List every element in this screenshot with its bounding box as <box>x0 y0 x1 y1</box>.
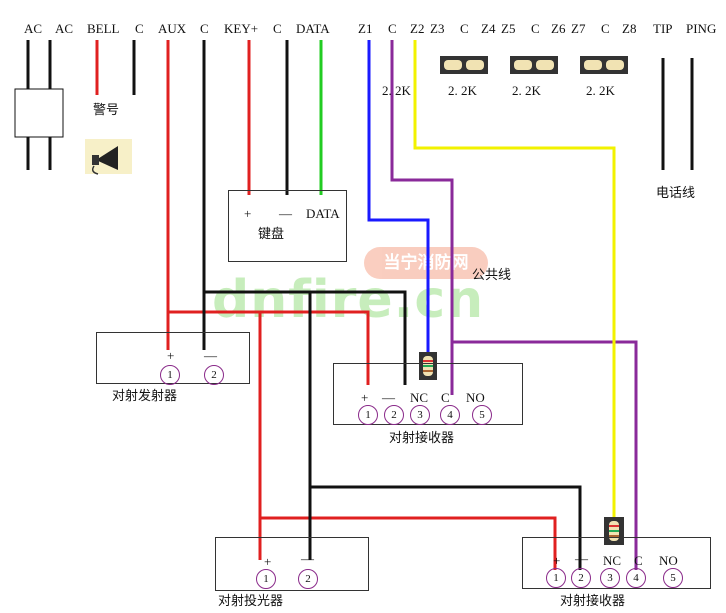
receiver-1-terminal-5: 5 <box>472 405 492 425</box>
transmitter-2-terminal-1: 1 <box>256 569 276 589</box>
terminal-bell: BELL <box>87 21 120 36</box>
alarm-label: 警号 <box>93 102 120 117</box>
terminal-c-7: C <box>601 21 610 36</box>
transmitter-1-terminal-2: 2 <box>204 365 224 385</box>
receiver-2-terminal-2: 2 <box>571 568 591 588</box>
receiver-2-terminal-5: 5 <box>663 568 683 588</box>
receiver-2-nc: NC <box>603 553 622 568</box>
resistor-z2 <box>604 517 624 545</box>
receiver-1-title: 对射接收器 <box>389 430 455 445</box>
receiver-1-terminal-1: 1 <box>358 405 378 425</box>
receiver-1-no: NO <box>466 390 485 405</box>
transformer-box <box>14 88 64 138</box>
keypad-title: 键盘 <box>258 226 285 241</box>
receiver-1-plus: + <box>361 390 369 405</box>
transmitter-1-plus: + <box>167 348 175 363</box>
resistor-label-z1-z2: 2. 2K <box>382 83 411 98</box>
terminal-z1: Z1 <box>358 21 373 36</box>
terminal-z6: Z6 <box>551 21 566 36</box>
terminal-tip: TIP <box>653 21 673 36</box>
terminal-z4: Z4 <box>481 21 496 36</box>
terminal-z2: Z2 <box>410 21 425 36</box>
terminal-key-plus: KEY+ <box>224 21 259 36</box>
transmitter-2-plus: + <box>264 554 272 569</box>
receiver-2-terminal-3: 3 <box>600 568 620 588</box>
transmitter-2-title: 对射投光器 <box>218 593 284 608</box>
receiver-2-box <box>522 537 711 589</box>
terminal-z3: Z3 <box>430 21 445 36</box>
transmitter-1-title: 对射发射器 <box>112 388 178 403</box>
common-line-label: 公共线 <box>472 267 512 282</box>
receiver-1-terminal-2: 2 <box>384 405 404 425</box>
receiver-2-terminal-1: 1 <box>546 568 566 588</box>
terminal-z8: Z8 <box>622 21 637 36</box>
zone-common-wire <box>390 40 454 395</box>
transmitter-2-terminal-2: 2 <box>298 569 318 589</box>
receiver-1-nc: NC <box>410 390 429 405</box>
z1-wire <box>367 40 430 355</box>
receiver-1-terminal-4: 4 <box>440 405 460 425</box>
keypad-data: DATA <box>306 206 340 221</box>
receiver-2-no: NO <box>659 553 678 568</box>
watermark-logo-badge: 当宁消防网 <box>364 247 488 279</box>
resistor-label-z3-z4: 2. 2K <box>448 83 477 98</box>
terminal-c-3: C <box>273 21 282 36</box>
phone-line-label: 电话线 <box>656 185 696 200</box>
resistor-pair-z5-z6 <box>510 56 558 74</box>
aux-wire <box>166 40 370 385</box>
resistor-label-z7-z8: 2. 2K <box>586 83 615 98</box>
resistor-z1 <box>419 352 437 380</box>
resistor-pair-z7-z8 <box>580 56 628 74</box>
receiver-1-c: C <box>441 390 450 405</box>
zone-common-branch-wire <box>452 340 638 570</box>
terminal-z5: Z5 <box>501 21 516 36</box>
receiver-2-minus: — <box>575 551 588 566</box>
transmitter-1-terminal-1: 1 <box>160 365 180 385</box>
common-branch-wire-3 <box>310 485 582 570</box>
terminal-ac-2: AC <box>55 21 74 36</box>
terminal-data: DATA <box>296 21 330 36</box>
receiver-1-box <box>333 363 523 425</box>
transmitter-2-box <box>215 537 369 591</box>
resistor-label-z5-z6: 2. 2K <box>512 83 541 98</box>
aux-branch-wire <box>258 312 557 570</box>
terminal-c-1: C <box>135 21 144 36</box>
terminal-ac-1: AC <box>24 21 43 36</box>
keypad-plus: + <box>244 206 252 221</box>
keypad-minus: — <box>279 206 292 221</box>
receiver-2-plus: + <box>553 553 561 568</box>
receiver-2-title: 对射接收器 <box>560 593 626 608</box>
z2-wire <box>413 40 616 520</box>
terminal-aux: AUX <box>158 21 187 36</box>
terminal-ping: PING <box>686 21 717 36</box>
terminal-c-5: C <box>460 21 469 36</box>
terminal-c-4: C <box>388 21 397 36</box>
terminal-c-6: C <box>531 21 540 36</box>
resistor-pair-z3-z4 <box>440 56 488 74</box>
terminal-z7: Z7 <box>571 21 586 36</box>
receiver-1-terminal-3: 3 <box>410 405 430 425</box>
terminal-c-2: C <box>200 21 209 36</box>
common-branch-wire <box>204 290 407 385</box>
watermark-domain: dnfire.cn <box>212 270 485 330</box>
transmitter-1-minus: — <box>204 348 217 363</box>
receiver-2-terminal-4: 4 <box>626 568 646 588</box>
receiver-1-minus: — <box>382 390 395 405</box>
siren-icon <box>85 139 132 175</box>
keypad-box <box>228 190 347 262</box>
transmitter-2-minus: — <box>301 551 314 566</box>
receiver-2-c: C <box>634 553 643 568</box>
